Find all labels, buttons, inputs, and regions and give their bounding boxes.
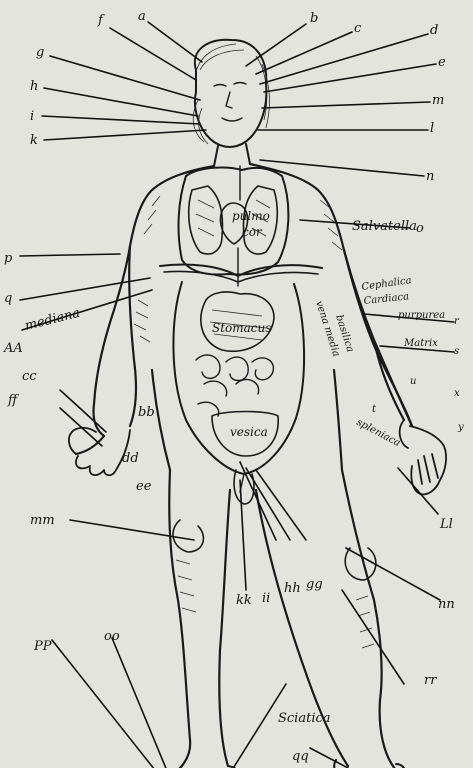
label-ischiaca: Sciatica xyxy=(278,711,331,726)
label-purpurea: purpurea xyxy=(398,310,445,321)
label-t: t xyxy=(372,404,377,415)
label-nn: nn xyxy=(438,597,455,612)
label-ii: ii xyxy=(262,591,270,606)
label-ee: ee xyxy=(136,479,152,494)
label-cardiaca: Cardiaca xyxy=(363,291,409,307)
label-c: c xyxy=(354,21,362,36)
label-x: x xyxy=(454,388,460,399)
label-spleniaca: spleniaca xyxy=(355,417,402,449)
label-cephalica: Cephalica xyxy=(361,275,412,293)
label-b: b xyxy=(310,11,318,26)
label-heart: cor xyxy=(242,225,263,239)
label-p: p xyxy=(4,251,13,266)
body-figure xyxy=(69,40,446,768)
label-oo: oo xyxy=(104,629,120,644)
label-y: y xyxy=(457,422,464,433)
label-qq: qq xyxy=(292,749,309,764)
label-o: o xyxy=(416,221,424,236)
label-vesica: vesica xyxy=(230,425,268,439)
label-n: n xyxy=(426,169,434,184)
label-k: k xyxy=(30,133,38,148)
label-a: a xyxy=(138,9,146,24)
label-gg: gg xyxy=(306,577,323,592)
label-cc: cc xyxy=(22,369,37,384)
label-bb: bb xyxy=(138,405,155,420)
label-mm: mm xyxy=(30,513,55,528)
label-f: f xyxy=(97,13,105,28)
label-i: i xyxy=(30,109,34,124)
label-mediana: mediana xyxy=(23,306,81,334)
label-e: e xyxy=(438,55,446,70)
label-rr: rr xyxy=(424,673,437,688)
label-ll: Ll xyxy=(439,517,453,532)
label-r: r xyxy=(454,316,460,327)
label-matrix: Matrix xyxy=(403,338,438,349)
label-d: d xyxy=(430,23,438,38)
label-u: u xyxy=(410,376,416,387)
label-q: q xyxy=(4,291,12,306)
label-kk: kk xyxy=(236,593,252,608)
label-pulmo: pulmo xyxy=(232,209,270,223)
label-h: h xyxy=(30,79,38,94)
label-aa: AA xyxy=(3,341,23,356)
label-dd: dd xyxy=(122,451,139,466)
label-m: m xyxy=(432,93,444,108)
label-l: l xyxy=(430,121,434,136)
label-pp: PP xyxy=(33,639,52,654)
label-hh: hh xyxy=(284,581,301,596)
label-g: g xyxy=(36,45,44,60)
leader-lines xyxy=(20,22,454,768)
label-salvatella: Salvatella xyxy=(352,219,417,234)
label-stomach: Stomacus xyxy=(212,321,271,335)
label-ff: ff xyxy=(7,393,20,408)
label-s: s xyxy=(454,346,459,357)
